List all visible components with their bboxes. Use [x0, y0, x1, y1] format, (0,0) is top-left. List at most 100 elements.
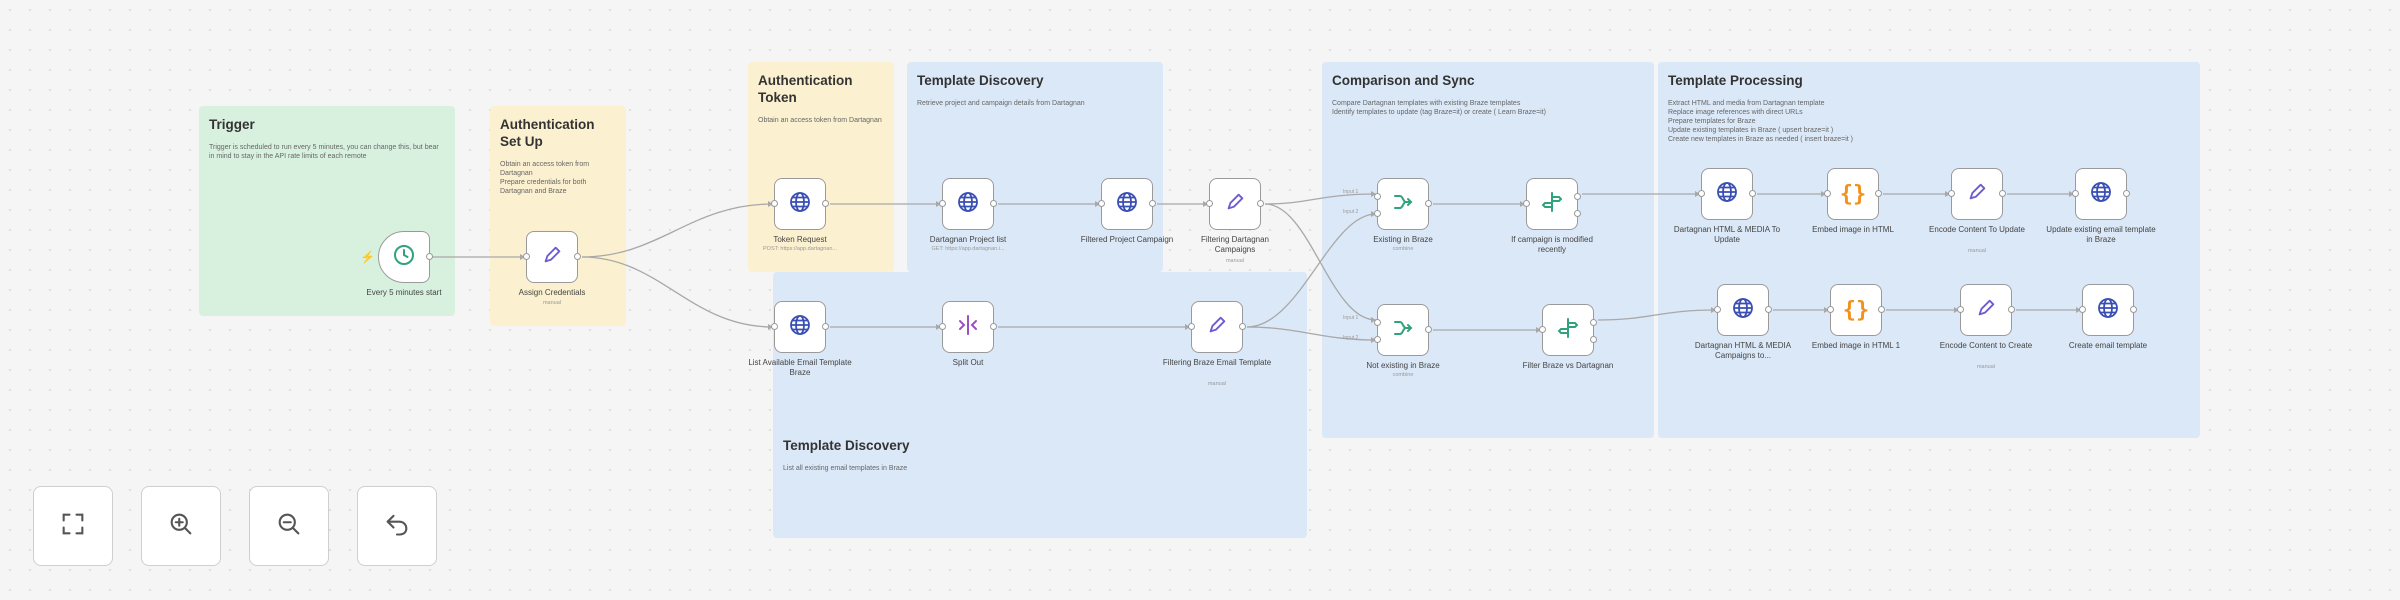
- input-port[interactable]: [1957, 306, 1964, 313]
- note-template-discovery-top[interactable]: Template Discovery Retrieve project and …: [907, 62, 1163, 272]
- node-embed-image-html-1[interactable]: {}: [1827, 284, 1885, 336]
- input-port[interactable]: [523, 253, 530, 260]
- input-port[interactable]: [1188, 323, 1195, 330]
- input-port[interactable]: [1698, 190, 1705, 197]
- node-label: Filter Braze vs Dartagnan: [1522, 361, 1614, 370]
- node-filtering-dartagnan-campaigns[interactable]: [1206, 178, 1264, 230]
- input-port[interactable]: [1714, 306, 1721, 313]
- node-html-media-create[interactable]: [1714, 284, 1772, 336]
- output-port[interactable]: [1149, 200, 1156, 207]
- node-create-email-template[interactable]: [2079, 284, 2137, 336]
- note-template-processing[interactable]: Template Processing Extract HTML and med…: [1658, 62, 2200, 438]
- note-desc: Retrieve project and campaign details fr…: [917, 100, 1085, 107]
- node-label: Embed image in HTML 1: [1811, 341, 1901, 350]
- input-port-1[interactable]: [1374, 318, 1381, 326]
- node-subtitle: GET: https://app.dartagnan.i...: [931, 246, 1005, 252]
- note-comparison-sync[interactable]: Comparison and Sync Compare Dartagnan te…: [1322, 62, 1654, 438]
- note-title: Authentication Token: [758, 73, 853, 105]
- node-subtitle: combine: [1392, 372, 1414, 378]
- output-port[interactable]: [2123, 190, 2130, 197]
- output-port[interactable]: [2008, 306, 2015, 313]
- output-port[interactable]: [1999, 190, 2006, 197]
- node-label: List Available Email Template Braze: [748, 358, 852, 377]
- node-token-request[interactable]: [771, 178, 829, 230]
- input-port[interactable]: [1539, 326, 1546, 333]
- output-port[interactable]: [574, 253, 581, 260]
- note-title: Template Discovery: [917, 73, 1044, 88]
- output-port[interactable]: [1765, 306, 1772, 313]
- input-port[interactable]: [1206, 200, 1213, 207]
- node-label: Filtering Braze Email Template: [1162, 358, 1272, 367]
- input-port[interactable]: [1098, 200, 1105, 207]
- output-port[interactable]: [1875, 190, 1882, 197]
- node-label: Dartagnan HTML & MEDIA To Update: [1673, 225, 1781, 244]
- note-desc: List all existing email templates in Bra…: [783, 465, 908, 472]
- true-output-port[interactable]: [1590, 318, 1597, 326]
- node-dartagnan-project-list[interactable]: [939, 178, 997, 230]
- node-html-media-update[interactable]: [1698, 168, 1756, 220]
- node-label: Split Out: [952, 358, 984, 367]
- pen-icon: [541, 244, 563, 271]
- output-port[interactable]: [1878, 306, 1885, 313]
- node-label: Update existing email template in Braze: [2046, 225, 2156, 244]
- input-port[interactable]: [1948, 190, 1955, 197]
- input-port[interactable]: [1523, 200, 1530, 207]
- input-port[interactable]: [2072, 190, 2079, 197]
- node-encode-content-create[interactable]: [1957, 284, 2015, 336]
- node-subtitle: combine: [1392, 246, 1414, 252]
- node-list-available-email-template[interactable]: [771, 301, 829, 353]
- node-filter-braze-vs-dartagnan[interactable]: [1539, 304, 1597, 356]
- zoom-out-button[interactable]: [249, 486, 329, 566]
- node-encode-content-update[interactable]: [1948, 168, 2006, 220]
- input-port[interactable]: [771, 323, 778, 330]
- note-desc: Obtain an access token from Dartagnan: [758, 117, 882, 124]
- output-port[interactable]: [1425, 200, 1432, 207]
- output-port[interactable]: [1749, 190, 1756, 197]
- note-trigger[interactable]: Trigger Trigger is scheduled to run ever…: [199, 106, 455, 316]
- false-output-port[interactable]: [1574, 210, 1581, 217]
- input-port[interactable]: [1827, 306, 1834, 313]
- true-output-port[interactable]: [1574, 192, 1581, 200]
- node-existing-in-braze[interactable]: [1374, 178, 1432, 230]
- node-label: Not existing in Braze: [1366, 361, 1440, 370]
- reset-zoom-button[interactable]: [357, 486, 437, 566]
- globe-icon: [2096, 296, 2120, 325]
- node-label: Dartagnan HTML & MEDIA Campaigns to...: [1694, 341, 1792, 360]
- node-split-out[interactable]: [939, 301, 997, 353]
- input-port[interactable]: [1824, 190, 1831, 197]
- input-port-2[interactable]: [1374, 210, 1381, 217]
- input-port[interactable]: [939, 200, 946, 207]
- output-port[interactable]: [822, 323, 829, 330]
- output-port[interactable]: [1257, 200, 1264, 207]
- false-output-port[interactable]: [1590, 336, 1597, 343]
- fit-view-button[interactable]: [33, 486, 113, 566]
- output-port[interactable]: [426, 253, 433, 260]
- output-port[interactable]: [990, 200, 997, 207]
- globe-icon: [956, 190, 980, 219]
- node-not-existing-in-braze[interactable]: [1374, 304, 1432, 356]
- node-filtering-braze-email-template[interactable]: [1188, 301, 1246, 353]
- input-port[interactable]: [771, 200, 778, 207]
- node-update-email-template[interactable]: [2072, 168, 2130, 220]
- zoom-in-button[interactable]: [141, 486, 221, 566]
- edge-label-input1: Input 1: [1343, 189, 1359, 195]
- node-embed-image-html[interactable]: {}: [1824, 168, 1882, 220]
- node-filtered-project-campaign[interactable]: [1098, 178, 1156, 230]
- node-label: Filtered Project Campaign: [1080, 235, 1174, 244]
- output-port[interactable]: [990, 323, 997, 330]
- input-port-1[interactable]: [1374, 192, 1381, 200]
- split-icon: [956, 313, 980, 342]
- input-port-2[interactable]: [1374, 336, 1381, 343]
- input-port[interactable]: [2079, 306, 2086, 313]
- node-assign-credentials[interactable]: [523, 231, 581, 283]
- node-if-modified-recently[interactable]: [1523, 178, 1581, 230]
- output-port[interactable]: [2130, 306, 2137, 313]
- node-every-5-minutes[interactable]: [378, 231, 433, 283]
- output-port[interactable]: [1239, 323, 1246, 330]
- output-port[interactable]: [1425, 326, 1432, 333]
- node-label: Dartagnan Project list: [929, 235, 1007, 244]
- output-port[interactable]: [822, 200, 829, 207]
- input-port[interactable]: [939, 323, 946, 330]
- node-subtitle: manual: [1976, 364, 1996, 370]
